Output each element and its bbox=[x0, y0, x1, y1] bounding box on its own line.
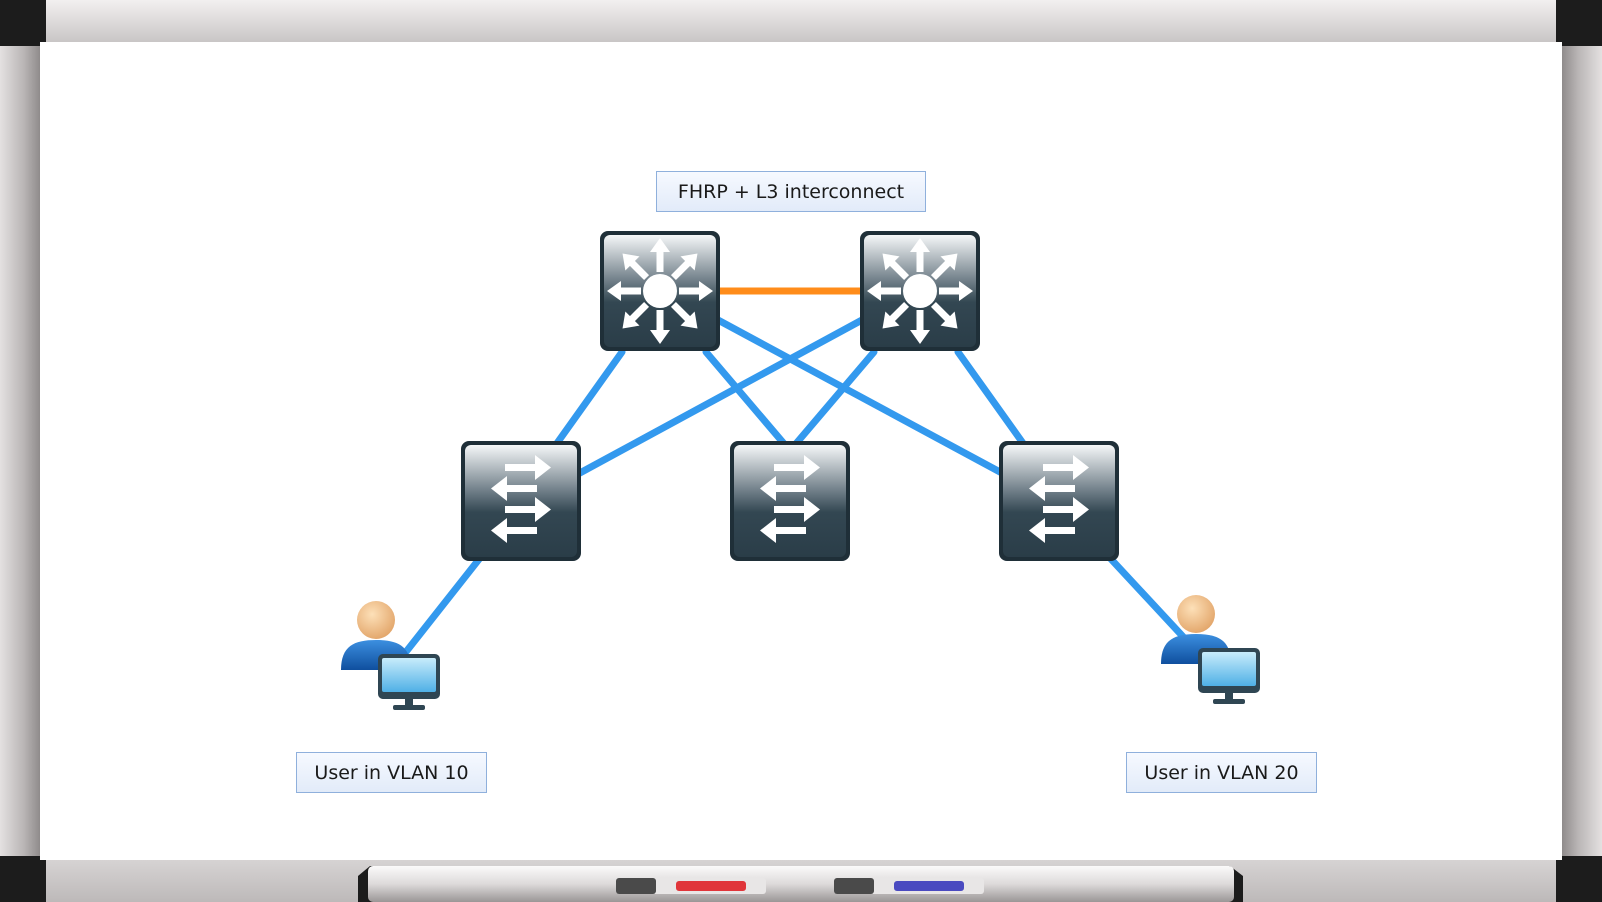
fhrp-label: FHRP + L3 interconnect bbox=[656, 171, 926, 212]
multilayer-switch-icon[interactable] bbox=[860, 231, 980, 351]
workgroup-switch-icon[interactable] bbox=[730, 441, 850, 561]
link-access-left-user-vlan-10 bbox=[394, 554, 484, 666]
multilayer-switch-icon[interactable] bbox=[600, 231, 720, 351]
link-core-right-access-center bbox=[790, 348, 878, 450]
corner-cap bbox=[1556, 856, 1602, 902]
link-core-left-access-center bbox=[702, 348, 790, 450]
marker-pen-icon[interactable] bbox=[834, 878, 984, 894]
user-vlan-10-label: User in VLAN 10 bbox=[296, 752, 487, 793]
links bbox=[394, 287, 1192, 666]
marker-tray bbox=[358, 866, 1243, 902]
marker-blue bbox=[894, 881, 964, 891]
link-core-left-access-left bbox=[551, 348, 626, 450]
link-core-left-access-right bbox=[714, 316, 1004, 476]
marker-red bbox=[676, 881, 746, 891]
marker-pen-icon[interactable] bbox=[616, 878, 766, 894]
corner-cap bbox=[0, 856, 46, 902]
user-vlan-20-label: User in VLAN 20 bbox=[1126, 752, 1317, 793]
link-core-right-access-left bbox=[574, 316, 866, 478]
corner-cap bbox=[0, 0, 46, 46]
link-core-right-access-right bbox=[954, 348, 1029, 450]
workgroup-switch-icon[interactable] bbox=[999, 441, 1119, 561]
link-access-right-user-vlan-20 bbox=[1106, 554, 1192, 646]
corner-cap bbox=[1556, 0, 1602, 46]
workgroup-switch-icon[interactable] bbox=[461, 441, 581, 561]
